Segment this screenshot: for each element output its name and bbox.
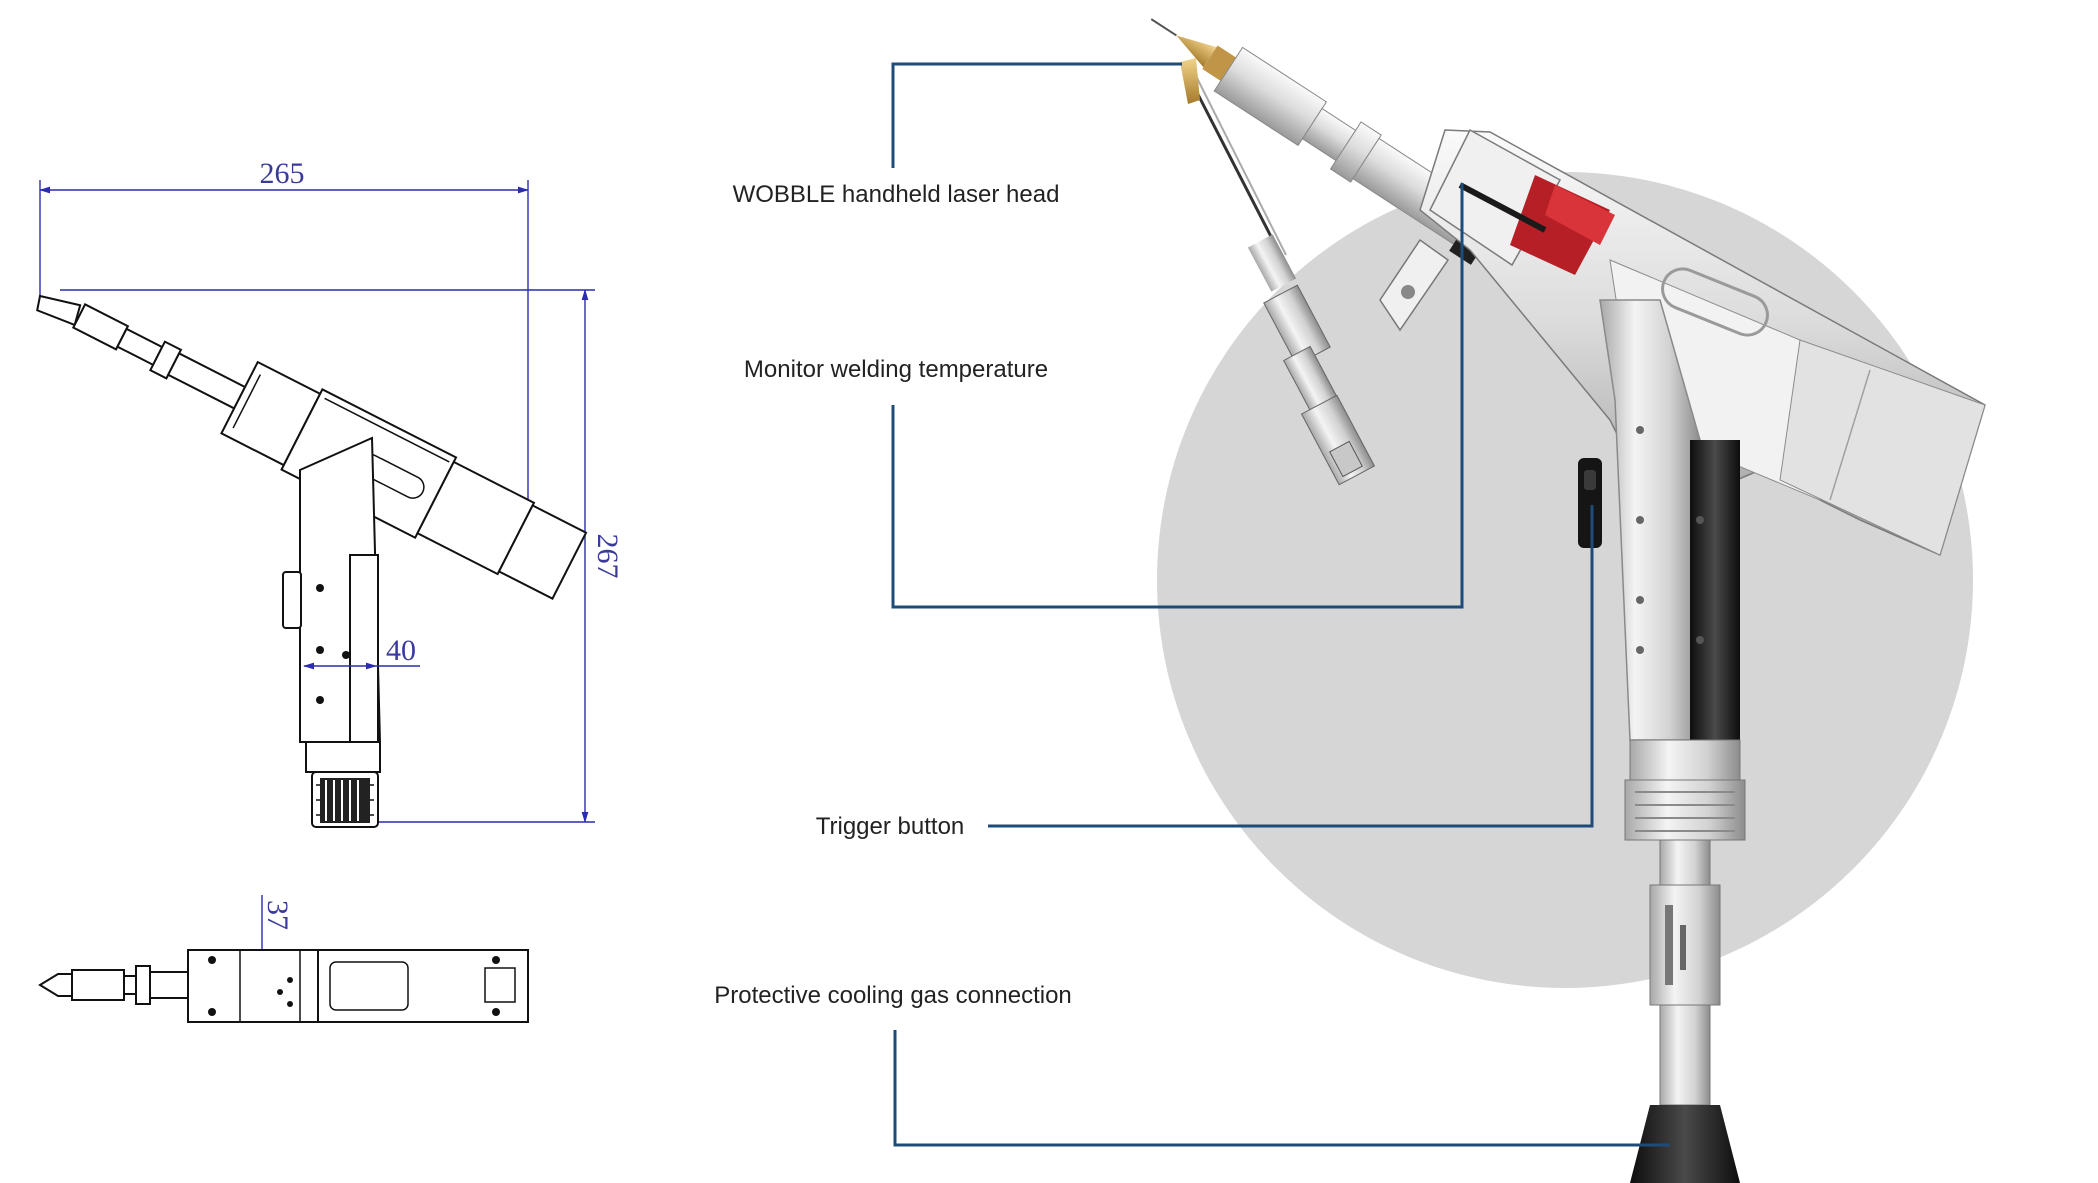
callout-labels: WOBBLE handheld laser head Monitor weldi… xyxy=(714,181,1072,1009)
callout-leaders xyxy=(891,62,1670,1147)
grip-width-label: 40 xyxy=(386,634,416,667)
trigger-button xyxy=(1578,458,1602,548)
wire-feed-nozzle xyxy=(1180,58,1450,486)
height-dimension: 267 xyxy=(60,288,624,824)
callout-trigger-label: Trigger button xyxy=(816,813,965,840)
grip-width-dimension: 40 xyxy=(302,634,420,670)
width-dimension-label: 265 xyxy=(260,157,305,190)
grip-drawing xyxy=(282,436,382,828)
top-view-drawing: 37 xyxy=(38,895,529,1023)
leader-trigger xyxy=(988,505,1594,828)
height-dimension-label: 267 xyxy=(591,534,624,579)
leader-cooling-gas xyxy=(893,1030,1670,1147)
cable-connector xyxy=(1624,739,1746,1183)
callout-temperature-label: Monitor welding temperature xyxy=(744,356,1048,383)
top-view-width-label: 37 xyxy=(261,900,294,930)
side-view-drawing: 265 267 xyxy=(36,157,624,828)
callout-cooling-gas-label: Protective cooling gas connection xyxy=(714,982,1072,1009)
width-dimension: 265 xyxy=(38,157,530,545)
product-illustration xyxy=(1150,18,1986,1183)
leader-laser-head xyxy=(891,62,1182,168)
handle-grip xyxy=(1599,299,1740,741)
callout-laser-head-label: WOBBLE handheld laser head xyxy=(733,181,1060,208)
leader-temperature xyxy=(891,183,1464,609)
laser-head-body xyxy=(1419,128,1986,557)
